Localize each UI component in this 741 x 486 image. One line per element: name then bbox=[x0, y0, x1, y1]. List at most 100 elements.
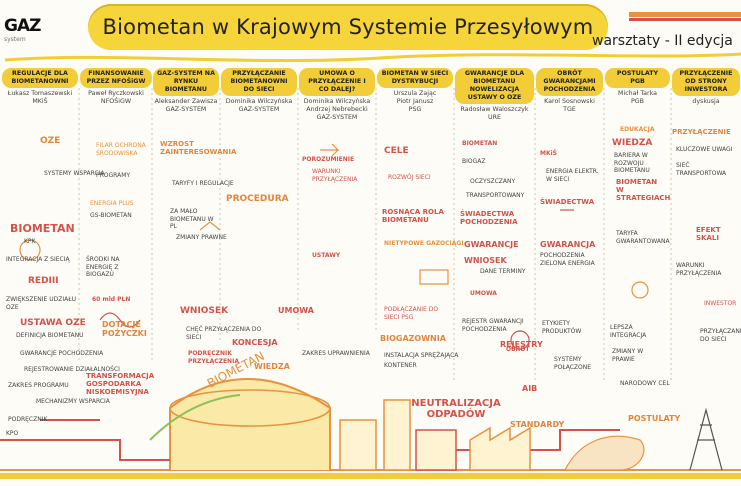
column-header-5: BIOMETAN W SIECI DYSTRYBUCJI Urszula Zaj… bbox=[377, 68, 453, 114]
column-header-1: FINANSOWANIE PRZEZ NFOŚiGW Paweł Ryczkow… bbox=[80, 68, 152, 106]
note: ROZWÓJ SIECI bbox=[388, 174, 431, 181]
heading-wniosek-2: WNIOSEK bbox=[464, 256, 507, 265]
column-speakers: Aleksander Zawisza GAZ-SYSTEM bbox=[154, 98, 218, 113]
column-title: FINANSOWANIE PRZEZ NFOŚiGW bbox=[80, 68, 152, 88]
company-logo: GAZ system bbox=[0, 6, 60, 46]
heading-rejestry: REJESTRY bbox=[500, 340, 543, 349]
heading-oze: OZE bbox=[40, 136, 61, 146]
column-speakers: Łukasz Tomaszewski MKiŚ bbox=[7, 90, 73, 105]
column-speakers: Urszula Zając Piotr Janusz PSG bbox=[393, 90, 437, 113]
heading-koncesja: KONCESJA bbox=[232, 338, 278, 347]
note: POROZUMIENIE bbox=[302, 156, 355, 163]
heading-umowa: UMOWA bbox=[278, 306, 314, 315]
note: NIETYPOWE GAZOCIĄGI bbox=[384, 240, 464, 247]
note: INSTALACJA SPRĘŻAJĄCA bbox=[384, 352, 459, 359]
note: PRZYŁĄCZANIE DO SIECI bbox=[700, 328, 741, 343]
note: WARUNKI PRZYŁĄCZENIA bbox=[312, 168, 358, 183]
note: ZMIANY W PRAWIE bbox=[612, 348, 644, 363]
note: ZAKRES UPRAWNIENIA bbox=[302, 350, 370, 357]
note: WARUNKI PRZYŁĄCZENIA bbox=[676, 262, 722, 277]
logo-subtext: system bbox=[4, 36, 26, 43]
note: ZA MAŁO BIOMETANU W PL bbox=[170, 208, 214, 230]
column-speakers: Dominika Wilczyńska Andrzej Nebrebecki G… bbox=[303, 98, 371, 121]
note: INWESTOR bbox=[704, 300, 737, 307]
heading-aktywny-udzial: WZROST ZAINTERESOWANIA bbox=[160, 140, 237, 156]
note: OBRÓT bbox=[506, 346, 530, 353]
column-speakers: Radosław Waloszczyk URE bbox=[460, 106, 529, 121]
column-header-8: POSTULATY PGB Michał Tarka PGB bbox=[605, 68, 670, 106]
column-speakers: Dominika Wilczyńska GAZ-SYSTEM bbox=[225, 98, 293, 113]
column-speakers: dyskusja bbox=[692, 98, 720, 105]
heading-biometan: BIOMETAN bbox=[10, 222, 75, 235]
note: EDUKACJA bbox=[620, 126, 655, 133]
note: GWARANCJE POCHODZENIA bbox=[20, 350, 104, 357]
note: USTAWY bbox=[312, 252, 341, 259]
note: 60 mld PLN bbox=[92, 296, 131, 303]
column-title: BIOMETAN W SIECI DYSTRYBUCJI bbox=[377, 68, 453, 88]
column-speakers: Michał Tarka PGB bbox=[618, 90, 657, 105]
note: BIOMETAN bbox=[462, 140, 498, 147]
column-title: OBRÓT GWARANCJAMI POCHODZENIA bbox=[536, 68, 603, 96]
heading-strategie: BIOMETAN W STRATEGIACH bbox=[616, 178, 671, 202]
heading-transformacja: TRANSFORMACJA GOSPODARKA NISKOEMISYJNA bbox=[86, 372, 155, 396]
note: DANE TERMINY bbox=[480, 268, 526, 275]
heading-gwarancja: GWARANCJA bbox=[540, 240, 596, 249]
column-speakers: Paweł Ryczkowski NFOŚiGW bbox=[88, 90, 144, 105]
heading-postulaty: POSTULATY bbox=[628, 414, 681, 423]
note: KPO bbox=[6, 430, 19, 437]
heading-procedura: PROCEDURA bbox=[226, 194, 289, 204]
heading-dotacje: DOTACJE POŻYCZKI bbox=[102, 320, 147, 338]
note: ŚRODKI NA ENERGIĘ Z BIOGAZU bbox=[86, 256, 120, 278]
column-header-3: PRZYŁĄCZANIE BIOMETANOWNI DO SIECI Domin… bbox=[221, 68, 297, 114]
note: REJESTR GWARANCJI POCHODZENIA bbox=[462, 318, 524, 333]
note: PODRĘCZNIK PRZYŁĄCZENIA bbox=[188, 350, 239, 365]
note: REJESTROWANIE DZIAŁALNOŚCI bbox=[24, 366, 120, 373]
note: INTEGRACJA Z SIECIĄ bbox=[6, 256, 70, 263]
column-header-6: GWARANCJE DLA BIOMETANU NOWELIZACJA USTA… bbox=[455, 68, 534, 122]
heading-efekt-skali: EFEKT SKALI bbox=[696, 226, 721, 242]
note: ZAKRES PROGRAMU bbox=[8, 382, 69, 389]
note: SYSTEMY WSPARCIA bbox=[44, 170, 105, 177]
note: MECHANIZMY WSPARCIA bbox=[36, 398, 110, 405]
logo-text: GAZ bbox=[4, 16, 41, 36]
note: CHĘĆ PRZYŁĄCZENIA DO SIECI bbox=[186, 326, 262, 341]
note: SYSTEMY POŁĄCZONE bbox=[554, 356, 592, 371]
column-title: GWARANCJE DLA BIOMETANU NOWELIZACJA USTA… bbox=[455, 68, 534, 104]
note: KONTENER bbox=[384, 362, 417, 369]
heading-rediii: REDIII bbox=[28, 276, 59, 286]
note: DEFINICJA BIOMETANU bbox=[16, 332, 84, 339]
note: LEPSZA INTEGRACJA bbox=[610, 324, 647, 339]
corner-decoration bbox=[629, 12, 741, 21]
note: NARODOWY CEL bbox=[620, 380, 670, 387]
note: ZWIĘKSZENIE UDZIAŁU OZE bbox=[6, 296, 76, 311]
heading-rosnaca-rola: ROSNĄCA ROLA BIOMETANU bbox=[382, 208, 444, 224]
heading-wniosek: WNIOSEK bbox=[180, 306, 229, 316]
heading-wiedza: WIEDZA bbox=[254, 362, 290, 371]
note: PODRĘCZNIK bbox=[8, 416, 48, 423]
heading-aib: AIB bbox=[522, 384, 538, 393]
column-title: UMOWA O PRZYŁĄCZENIE I CO DALEJ? bbox=[299, 68, 375, 96]
heading-biogazownia: BIOGAZOWNIA bbox=[380, 334, 446, 343]
note: KPK bbox=[24, 238, 36, 245]
note: PODŁĄCZANIE DO SIECI PSG bbox=[384, 306, 439, 321]
note: TRANSPORTOWANY bbox=[466, 192, 525, 199]
column-header-9: PRZYŁĄCZENIE OD STRONY INWESTORA dyskusj… bbox=[672, 68, 740, 106]
heading-przylaczenie: PRZYŁĄCZENIE bbox=[672, 128, 731, 136]
column-header-0: REGULACJE DLA BIOMETANOWNI Łukasz Tomasz… bbox=[2, 68, 78, 106]
page-subtitle: warsztaty - II edycja bbox=[592, 33, 733, 49]
heading-wiedza-2: WIEDZA bbox=[612, 138, 653, 148]
column-header-4: UMOWA O PRZYŁĄCZENIE I CO DALEJ? Dominik… bbox=[299, 68, 375, 122]
note: MKiŚ bbox=[540, 150, 557, 157]
note: TARYFY I REGULACJE bbox=[172, 180, 234, 187]
heading-swiadectwa: ŚWIADECTWA POCHODZENIA bbox=[460, 210, 518, 226]
note: FILAR OCHRONA ŚRODOWISKA bbox=[96, 142, 146, 157]
note: BARIERA W ROZWOJU BIOMETANU bbox=[614, 152, 650, 174]
page-title: Biometan w Krajowym Systemie Przesyłowym bbox=[102, 15, 594, 39]
note: BIOGAZ bbox=[462, 158, 486, 165]
column-title: PRZYŁĄCZANIE BIOMETANOWNI DO SIECI bbox=[221, 68, 297, 96]
heading-neutralizacja: NEUTRALIZACJA ODPADÓW bbox=[411, 398, 501, 420]
column-title: POSTULATY PGB bbox=[605, 68, 670, 88]
note: ENERGIA ELEKTR. W SIECI bbox=[546, 168, 599, 183]
note: ETYKIETY PRODUKTÓW bbox=[542, 320, 582, 335]
heading-gwarancje: GWARANCJE bbox=[464, 240, 519, 249]
